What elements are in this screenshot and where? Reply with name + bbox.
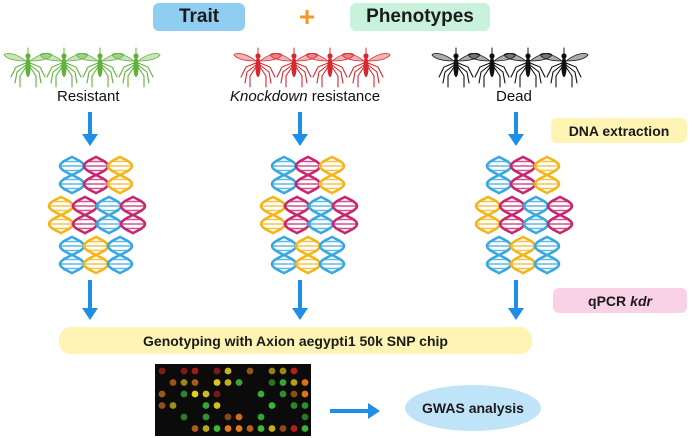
dna-helix-icon — [533, 235, 561, 275]
group-label-knockdown: Knockdown resistance — [230, 88, 380, 105]
dna-helix-icon — [294, 235, 322, 275]
group-label-knockdown-rest: resistance — [307, 88, 381, 105]
dna-helix-icon — [307, 195, 335, 235]
dna-helix-icon — [522, 195, 550, 235]
dna-helix-icon — [82, 235, 110, 275]
dna-helix-icon — [485, 235, 513, 275]
dna-helix-icon — [270, 235, 298, 275]
mosquito-icon — [431, 47, 481, 88]
flow-arrow — [330, 403, 380, 419]
mosquito-icon — [305, 47, 355, 88]
dna-helix-icon — [485, 155, 513, 195]
dna-helix-icon — [95, 195, 123, 235]
flow-arrow — [82, 280, 98, 320]
flow-arrow — [292, 112, 308, 146]
trait-label: Trait — [153, 3, 245, 31]
group-label-knockdown-italic: Knockdown — [230, 88, 308, 105]
flow-arrow — [82, 112, 98, 146]
dna-helix-icon — [318, 235, 346, 275]
dna-helix-icon — [331, 195, 359, 235]
group-label-resistant: Resistant — [57, 88, 120, 105]
flow-arrow — [508, 112, 524, 146]
dna-helix-icon — [119, 195, 147, 235]
dna-helix-icon — [106, 235, 134, 275]
dna-helix-icon — [106, 155, 134, 195]
dna-helix-icon — [318, 155, 346, 195]
plus-sign: + — [298, 1, 316, 32]
mosquito-icon — [111, 47, 161, 88]
dna-helix-icon — [283, 195, 311, 235]
dna-helix-icon — [270, 155, 298, 195]
mosquito-icon — [539, 47, 589, 88]
dna-helix-icon — [259, 195, 287, 235]
flow-arrow — [508, 280, 524, 320]
dna-helix-icon — [533, 155, 561, 195]
qpcr-prefix: qPCR — [588, 292, 627, 309]
dna-helix-icon — [546, 195, 574, 235]
phenotypes-label: Phenotypes — [350, 3, 490, 31]
mosquito-icon — [75, 47, 125, 88]
dna-helix-icon — [509, 235, 537, 275]
qpcr-gene: kdr — [630, 292, 652, 309]
dna-helix-icon — [47, 195, 75, 235]
mosquito-icon — [269, 47, 319, 88]
dna-helix-icon — [71, 195, 99, 235]
mosquito-icon — [3, 47, 53, 88]
mosquito-icon — [341, 47, 391, 88]
dna-helix-icon — [509, 155, 537, 195]
dna-helix-icon — [58, 155, 86, 195]
group-label-dead: Dead — [496, 88, 532, 105]
dna-helix-icon — [498, 195, 526, 235]
dna-helix-icon — [82, 155, 110, 195]
gwas-analysis-label: GWAS analysis — [405, 385, 541, 431]
dna-extraction-label: DNA extraction — [551, 118, 687, 143]
mosquito-icon — [233, 47, 283, 88]
dna-helix-icon — [294, 155, 322, 195]
flow-arrow — [292, 280, 308, 320]
snp-chip-image — [155, 364, 311, 436]
genotyping-label: Genotyping with Axion aegypti1 50k SNP c… — [59, 327, 532, 354]
dna-helix-icon — [474, 195, 502, 235]
dna-helix-icon — [58, 235, 86, 275]
